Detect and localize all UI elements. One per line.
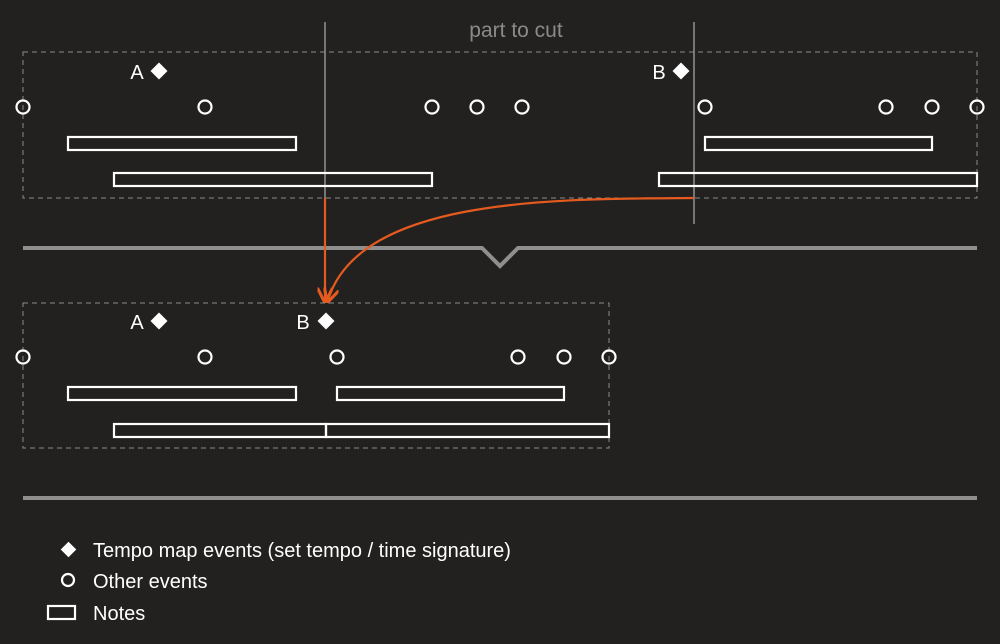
- event-circle: [424, 99, 440, 115]
- legend: Tempo map events (set tempo / time signa…: [46, 540, 511, 625]
- event-circle: [469, 99, 485, 115]
- event-circle: [329, 349, 345, 365]
- circle-icon: [60, 572, 76, 588]
- tempo-marker-a: A: [130, 62, 168, 84]
- diamond-icon: [150, 62, 168, 80]
- event-circle: [197, 349, 213, 365]
- result-track-frame: [22, 302, 610, 449]
- event-circle: [556, 349, 572, 365]
- legend-label: Other events: [93, 571, 208, 593]
- tempo-marker-a: A: [130, 312, 168, 334]
- tempo-marker-label: B: [296, 312, 309, 334]
- diamond-icon: [317, 312, 335, 330]
- event-circle: [969, 99, 985, 115]
- event-circle: [197, 99, 213, 115]
- cut-arrows: [325, 196, 695, 300]
- original-track: A B: [15, 22, 985, 224]
- tempo-marker-b: B: [296, 312, 335, 334]
- diamond-icon: [672, 62, 690, 80]
- curved-arrow: [328, 196, 695, 300]
- legend-label: Tempo map events (set tempo / time signa…: [93, 540, 511, 562]
- tempo-marker-b: B: [652, 62, 690, 84]
- note-bar: [112, 422, 328, 439]
- note-bar: [335, 385, 566, 402]
- result-track: A B: [15, 302, 617, 449]
- event-circle: [15, 349, 31, 365]
- event-circle: [510, 349, 526, 365]
- tempo-marker-label: B: [652, 62, 665, 84]
- event-circle: [878, 99, 894, 115]
- event-circle: [15, 99, 31, 115]
- tempo-marker-label: A: [130, 312, 144, 334]
- event-circle: [924, 99, 940, 115]
- note-bar: [112, 171, 434, 188]
- event-circle: [601, 349, 617, 365]
- event-circle: [697, 99, 713, 115]
- part-to-cut-caption: part to cut: [469, 19, 563, 42]
- note-bar: [66, 135, 298, 152]
- note-bar: [66, 385, 298, 402]
- legend-label: Notes: [93, 603, 145, 625]
- original-track-frame: [22, 51, 978, 199]
- section-divider-notched: [23, 246, 977, 269]
- legend-item-tempo: Tempo map events (set tempo / time signa…: [60, 540, 511, 562]
- tempo-marker-label: A: [130, 62, 144, 84]
- legend-item-notes: Notes: [46, 603, 145, 625]
- rectangle-icon: [46, 604, 77, 621]
- event-circle: [514, 99, 530, 115]
- note-bar: [703, 135, 934, 152]
- diamond-icon: [150, 312, 168, 330]
- note-bar: [324, 422, 611, 439]
- diamond-icon: [60, 541, 77, 558]
- note-bar: [657, 171, 979, 188]
- legend-item-events: Other events: [60, 571, 208, 593]
